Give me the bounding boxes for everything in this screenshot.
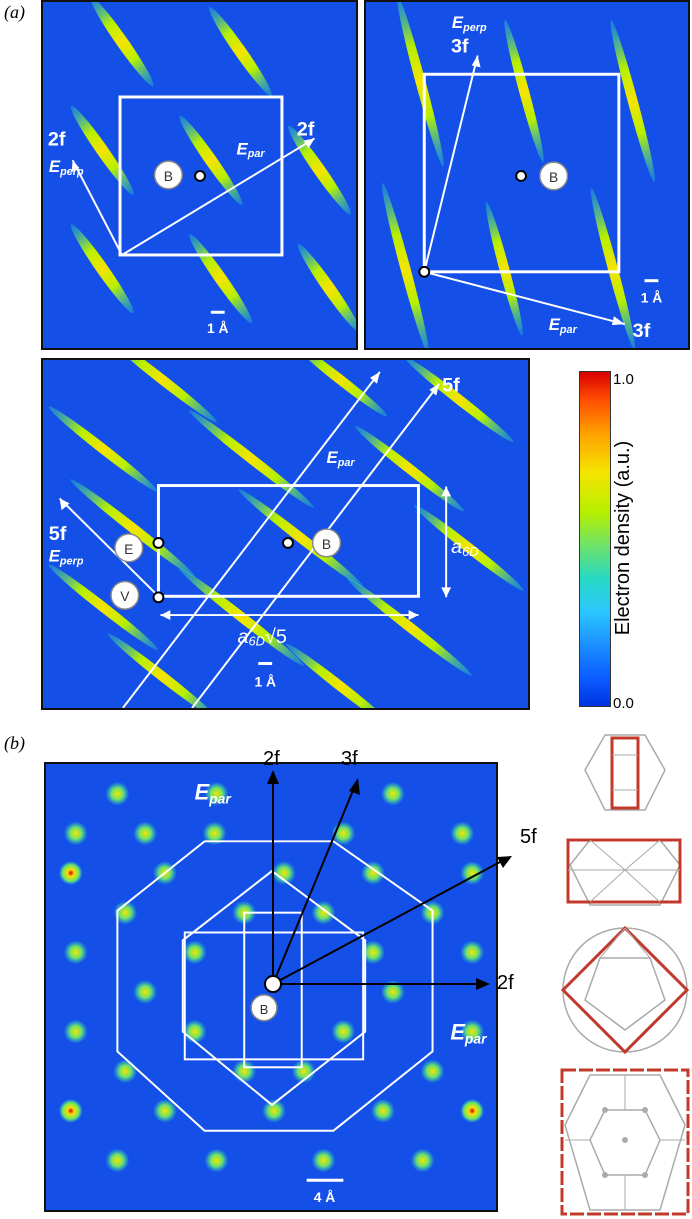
density-map-2fold: 2f 2f Eperp Epar B 1 Å [41, 0, 358, 350]
label-eperp: Eperp [452, 13, 487, 34]
site-v-label: V [120, 588, 130, 604]
label-eperp: Eperp [49, 157, 84, 178]
density-map-3fold-svg: Eperp 3f 3f Epar B 1 Å [382, 2, 663, 348]
label-3f-bottom: 3f [633, 320, 651, 342]
scale-label: 1 Å [254, 673, 276, 689]
density-map-5fold-svg: 5f Epar 5f Eperp E V B a6D a6D√5 1 Å [48, 360, 524, 708]
site-v-marker [110, 580, 140, 610]
scale-label: 1 Å [207, 320, 229, 336]
label-epar-right: Epar [450, 1020, 488, 1047]
site-e-label: E [124, 541, 133, 557]
epar-arrow [424, 270, 626, 326]
panel-letter-a: (a) [4, 2, 25, 22]
density-map-par-space-svg: B Epar Epar 4 Å [58, 780, 488, 1205]
epar-arrow [121, 137, 316, 256]
label-epar: Epar [237, 139, 266, 160]
site-b-marker [311, 528, 342, 558]
density-map-par-space: B Epar Epar 4 Å [44, 762, 498, 1212]
polyhedron-icosidodecahedron [560, 925, 690, 1055]
density-map-3fold: Eperp 3f 3f Epar B 1 Å [364, 0, 690, 350]
unit-cell-box [422, 72, 621, 274]
label-3f-top: 3f [451, 36, 469, 58]
body-center-dot [194, 170, 206, 182]
density-streaks [48, 360, 524, 708]
polyhedron-triacontahedron [560, 1068, 690, 1216]
eperp-arrow [58, 497, 160, 597]
site-b-marker [153, 160, 183, 190]
label-epar: Epar [327, 448, 356, 469]
label-epar: Epar [549, 315, 578, 336]
site-b-marker [539, 161, 569, 191]
label-5f: 5f [520, 826, 537, 848]
site-b-label: B [260, 1002, 269, 1017]
site-e-marker [114, 533, 144, 563]
scale-label: 1 Å [641, 289, 663, 305]
label-eperp: Eperp [49, 547, 84, 568]
colorbar [579, 371, 611, 707]
site-b-label: B [549, 169, 558, 185]
scale-label: 4 Å [314, 1189, 336, 1205]
colorbar-min-label: 0.0 [613, 695, 634, 712]
label-epar-top: Epar [195, 780, 233, 807]
density-map-5fold: 5f Epar 5f Eperp E V B a6D a6D√5 1 Å [41, 358, 530, 710]
cluster-polyhedra [560, 734, 690, 1216]
body-center-dot [264, 975, 282, 993]
site-b-label: B [322, 536, 331, 552]
body-center-dot [282, 536, 294, 549]
label-a6d-root5: a6D√5 [238, 626, 287, 649]
label-a6d: a6D [451, 536, 478, 559]
label-2f-right: 2f [297, 119, 315, 141]
edge-center-dot [152, 536, 165, 549]
polyhedron-inner-box [584, 734, 666, 811]
diagonal-line-1 [122, 371, 381, 708]
label-2f-top: 2f [263, 748, 280, 770]
label-5f-left: 5f [49, 523, 67, 545]
label-2f-left: 2f [48, 128, 66, 150]
density-streaks [382, 2, 655, 348]
label-2f-right: 2f [497, 972, 514, 994]
vertex-dot [152, 591, 165, 604]
site-b-marker [250, 994, 278, 1022]
origin-dot [418, 265, 431, 278]
label-3f: 3f [341, 748, 358, 770]
site-b-label: B [164, 168, 173, 184]
unit-cell-box [118, 95, 284, 257]
eperp-arrow [71, 159, 123, 256]
eperp-arrow [423, 55, 479, 273]
density-streaks [70, 2, 356, 334]
label-5f-right: 5f [442, 375, 460, 397]
colorbar-max-label: 1.0 [613, 371, 634, 388]
panel-letter-b: (b) [4, 733, 25, 753]
body-center-dot [515, 170, 527, 182]
polyhedron-icosahedron [566, 838, 682, 906]
density-map-2fold-svg: 2f 2f Eperp Epar B 1 Å [48, 2, 356, 336]
colorbar-title: Electron density (a.u.) [612, 440, 634, 636]
